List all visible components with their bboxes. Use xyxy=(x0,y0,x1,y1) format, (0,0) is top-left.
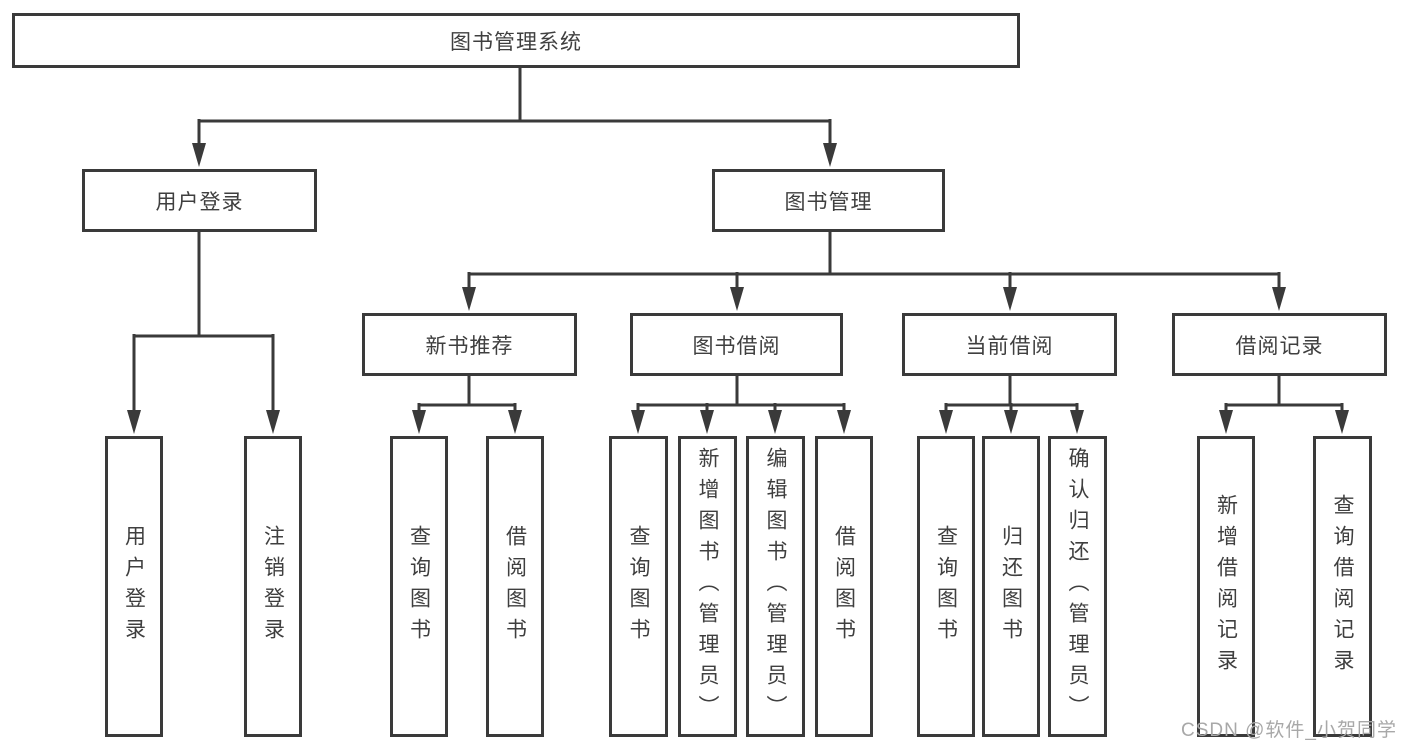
connector-recommend-branch xyxy=(417,376,517,417)
connector-book-management-branch xyxy=(467,232,1281,294)
leaf-user-login: 用户登录 xyxy=(105,436,163,737)
node-library-management-system: 图书管理系统 xyxy=(12,13,1020,68)
node-new-book-recommend: 新书推荐 xyxy=(362,313,577,376)
node-current-borrow: 当前借阅 xyxy=(902,313,1117,376)
connector-user-login-branch xyxy=(132,232,275,417)
leaf-recommend-borrow-book: 借阅图书 xyxy=(486,436,544,737)
leaf-current-query-book: 查询图书 xyxy=(917,436,975,737)
leaf-borrow-book: 借阅图书 xyxy=(815,436,873,737)
node-user-login-module: 用户登录 xyxy=(82,169,317,232)
connector-root-branch xyxy=(197,68,832,150)
node-book-management-module: 图书管理 xyxy=(712,169,945,232)
connector-borrow-branch xyxy=(636,376,846,417)
node-borrow-records: 借阅记录 xyxy=(1172,313,1387,376)
leaf-return-book: 归还图书 xyxy=(982,436,1040,737)
node-book-borrow: 图书借阅 xyxy=(630,313,843,376)
leaf-confirm-return-admin: 确认归还（管理员） xyxy=(1048,436,1107,737)
leaf-recommend-query-book: 查询图书 xyxy=(390,436,448,737)
leaf-add-borrow-record: 新增借阅记录 xyxy=(1197,436,1255,737)
leaf-add-book-admin: 新增图书（管理员） xyxy=(678,436,737,737)
arrowheads xyxy=(127,143,1349,434)
leaf-query-borrow-record: 查询借阅记录 xyxy=(1313,436,1372,737)
leaf-edit-book-admin: 编辑图书（管理员） xyxy=(746,436,805,737)
leaf-logout: 注销登录 xyxy=(244,436,302,737)
connector-records-branch xyxy=(1224,376,1344,417)
leaf-borrow-query-book: 查询图书 xyxy=(609,436,668,737)
